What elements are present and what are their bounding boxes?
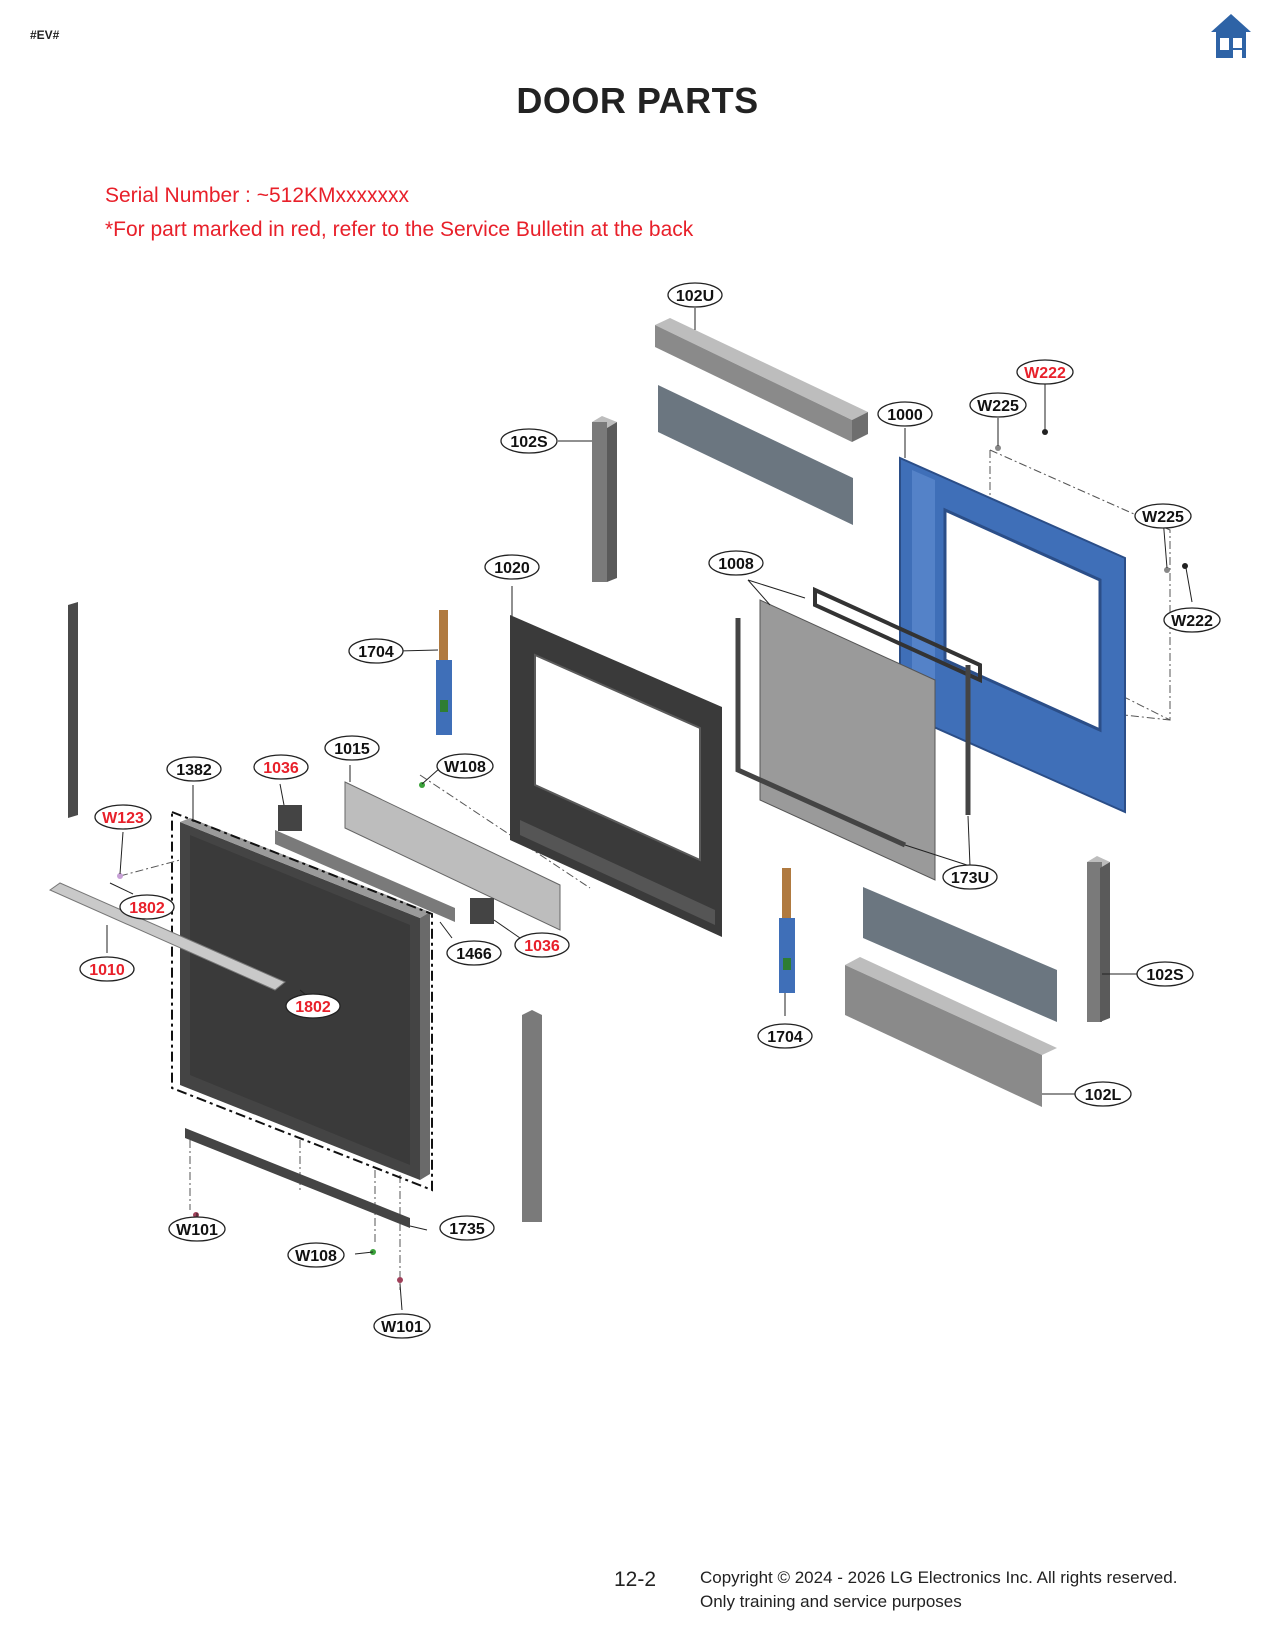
callout-1382: 1382: [166, 756, 222, 782]
part-1020-inner-frame: [510, 615, 722, 937]
svg-text:1008: 1008: [718, 556, 754, 573]
callout-1704-lower: 1704: [757, 1023, 813, 1049]
callout-1704-upper: 1704: [348, 638, 404, 664]
serial-note: Serial Number : ~512KMxxxxxxx: [105, 184, 410, 207]
svg-text:1382: 1382: [176, 762, 212, 779]
copyright-text: Copyright © 2024 - 2026 LG Electronics I…: [700, 1568, 1178, 1587]
callouts: 102U W222 W225 1000 102S W225 W222 1020 …: [79, 282, 1221, 1339]
part-1735-rail: [185, 1128, 410, 1228]
callout-1036-upper: 1036: [253, 754, 309, 780]
svg-text:W108: W108: [295, 1248, 337, 1265]
part-1036-switch-lower: [470, 898, 494, 924]
callout-w123: W123: [94, 804, 152, 830]
svg-text:1735: 1735: [449, 1221, 485, 1238]
callout-1036-lower: 1036: [514, 932, 570, 958]
screw-w101-right: [397, 1277, 403, 1283]
part-102l-bar: [845, 957, 1057, 1107]
svg-text:1036: 1036: [524, 938, 560, 955]
svg-text:W225: W225: [977, 398, 1019, 415]
page-number: 12-2: [614, 1568, 657, 1591]
svg-text:102S: 102S: [510, 434, 548, 451]
svg-text:1020: 1020: [494, 560, 530, 577]
svg-text:1015: 1015: [334, 741, 370, 758]
part-center-post: [522, 1010, 542, 1222]
callout-173u: 173U: [942, 864, 998, 890]
purpose-text: Only training and service purposes: [700, 1592, 962, 1611]
svg-text:W123: W123: [102, 810, 144, 827]
svg-text:W101: W101: [176, 1222, 218, 1239]
callout-1015: 1015: [324, 735, 380, 761]
screw-w222-lower: [1182, 563, 1188, 569]
callout-102u: 102U: [667, 282, 723, 308]
svg-text:1036: 1036: [263, 760, 299, 777]
svg-text:W222: W222: [1171, 613, 1213, 630]
part-1015-bracket: [344, 781, 561, 931]
part-1704-hinge-upper: [436, 610, 452, 735]
screw-w108-upper: [419, 782, 425, 788]
part-102s-post-upper: [592, 416, 617, 582]
part-102s-post-lower: [1087, 856, 1110, 1022]
callout-w222-right: W222: [1163, 607, 1221, 633]
svg-text:1704: 1704: [767, 1029, 803, 1046]
svg-text:1802: 1802: [295, 999, 331, 1016]
callout-1010: 1010: [79, 956, 135, 982]
callout-102l: 102L: [1074, 1081, 1132, 1107]
callout-102s-upper: 102S: [500, 428, 558, 454]
callout-w108-upper: W108: [436, 753, 494, 779]
svg-text:1466: 1466: [456, 946, 492, 963]
svg-text:W225: W225: [1142, 509, 1184, 526]
callout-w108-lower: W108: [287, 1242, 345, 1268]
callout-w225-right: W225: [1134, 503, 1192, 529]
part-102u-panel: [658, 385, 853, 525]
part-1010-handle: [48, 882, 286, 991]
footer-copyright: Copyright © 2024 - 2026 LG Electronics I…: [700, 1566, 1177, 1614]
callout-w225-top: W225: [969, 392, 1027, 418]
callout-1735: 1735: [439, 1215, 495, 1241]
part-102u-bar: [655, 318, 868, 442]
part-1000-frame: [899, 456, 1126, 814]
screw-w225-upper: [995, 445, 1001, 451]
callout-1802-center: 1802: [285, 993, 341, 1019]
svg-text:102L: 102L: [1085, 1087, 1122, 1104]
svg-text:W108: W108: [444, 759, 486, 776]
home-icon[interactable]: [1210, 12, 1252, 60]
svg-text:1802: 1802: [129, 900, 165, 917]
screw-w222-upper: [1042, 429, 1048, 435]
callout-w101-right: W101: [373, 1313, 431, 1339]
callout-w222-top: W222: [1016, 359, 1074, 385]
callout-1020: 1020: [484, 554, 540, 580]
callout-1008: 1008: [708, 550, 764, 576]
svg-text:1000: 1000: [887, 407, 923, 424]
part-1036-switch-upper: [278, 805, 302, 831]
screw-w225-lower: [1164, 567, 1170, 573]
service-bulletin-note: *For part marked in red, refer to the Se…: [105, 218, 694, 241]
page-title: DOOR PARTS: [516, 80, 759, 121]
callout-1466: 1466: [446, 940, 502, 966]
svg-text:102S: 102S: [1146, 967, 1184, 984]
svg-text:W101: W101: [381, 1319, 423, 1336]
svg-text:1010: 1010: [89, 962, 125, 979]
svg-text:W222: W222: [1024, 365, 1066, 382]
svg-text:173U: 173U: [951, 870, 989, 887]
svg-text:102U: 102U: [676, 288, 714, 305]
callout-w101-left: W101: [168, 1216, 226, 1242]
svg-text:1704: 1704: [358, 644, 394, 661]
leader-lines: [106, 308, 1193, 1311]
callout-1802-left: 1802: [119, 894, 175, 920]
callout-102s-lower: 102S: [1136, 961, 1194, 987]
document-tag: #EV#: [30, 28, 60, 42]
part-1466-bar: [275, 830, 455, 922]
part-173u-panel: [863, 887, 1057, 1022]
part-1008-glass: [735, 586, 982, 881]
part-left-strip: [68, 602, 78, 818]
part-1704-hinge-lower: [779, 868, 795, 993]
screw-w123: [117, 873, 123, 879]
callout-1000: 1000: [877, 401, 933, 427]
